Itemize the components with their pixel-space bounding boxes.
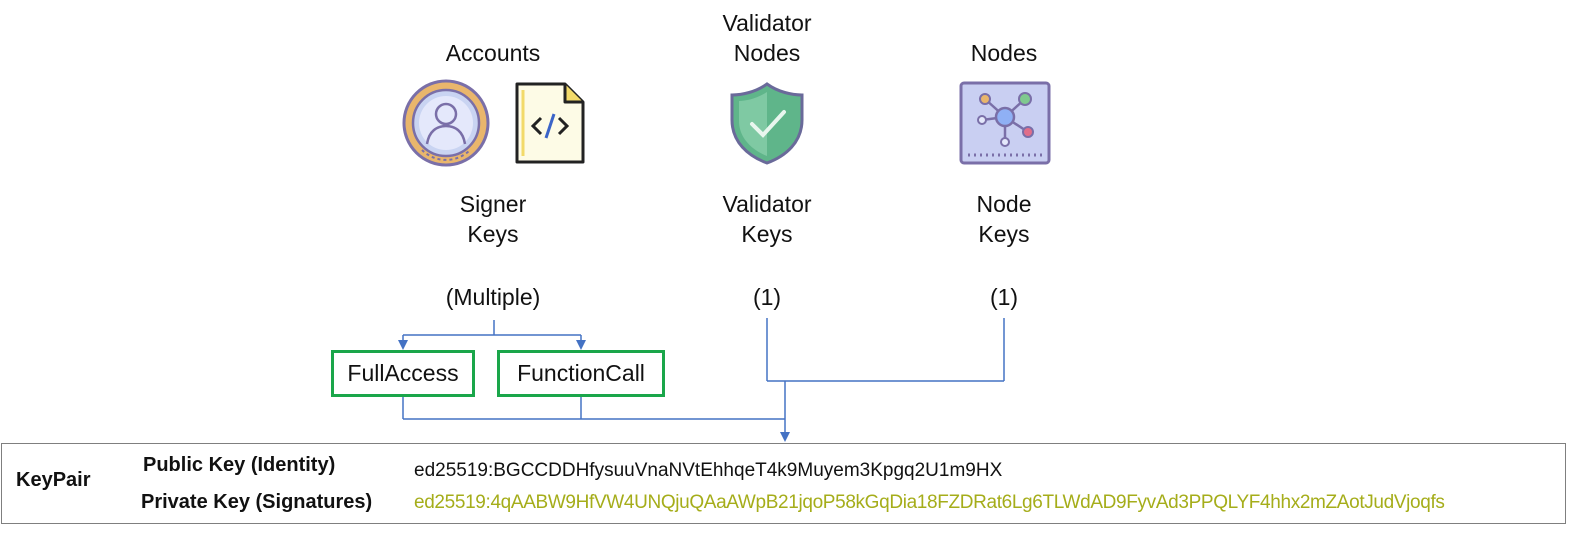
signer-keys-count: (Multiple)	[445, 284, 541, 310]
validator-nodes-title-line2: Nodes	[733, 40, 801, 66]
validator-keys-label: Validator Keys	[667, 189, 867, 249]
node-keys-label: Node Keys	[904, 189, 1104, 249]
private-key-value: ed25519:4qAABW9HfVW4UNQjuQAaAWpB21jqoP58…	[414, 492, 1445, 513]
validator-keys-line2: Keys	[741, 221, 793, 247]
signer-keys-line1: Signer	[459, 191, 527, 217]
node-keys-line2: Keys	[978, 221, 1030, 247]
full-access-key-box: FullAccess	[331, 350, 475, 397]
public-key-value: ed25519:BGCCDDHfysuuVnaNVtEhhqeT4k9Muyem…	[414, 460, 1003, 481]
signer-keys-line2: Keys	[467, 221, 519, 247]
public-key-label: Public Key (Identity)	[143, 454, 336, 476]
shield-check-icon	[730, 82, 804, 165]
private-key-label: Private Key (Signatures)	[141, 491, 373, 513]
keypair-panel	[1, 443, 1566, 524]
validator-nodes-title-line1: Validator	[722, 10, 812, 36]
nodes-title: Nodes	[970, 40, 1038, 66]
network-node-icon	[959, 81, 1051, 165]
function-call-key-box: FunctionCall	[497, 350, 665, 397]
validator-keys-count: (1)	[752, 284, 782, 310]
validator-keys-line1: Validator	[722, 191, 812, 217]
keypair-title: KeyPair	[16, 469, 91, 491]
signer-keys-label: Signer Keys	[393, 189, 593, 249]
validator-nodes-title: Validator Nodes	[667, 8, 867, 68]
node-keys-count: (1)	[989, 284, 1019, 310]
code-document-icon	[515, 82, 585, 164]
node-keys-line1: Node	[976, 191, 1032, 217]
accounts-title: Accounts	[445, 40, 541, 66]
user-avatar-icon	[402, 79, 490, 167]
